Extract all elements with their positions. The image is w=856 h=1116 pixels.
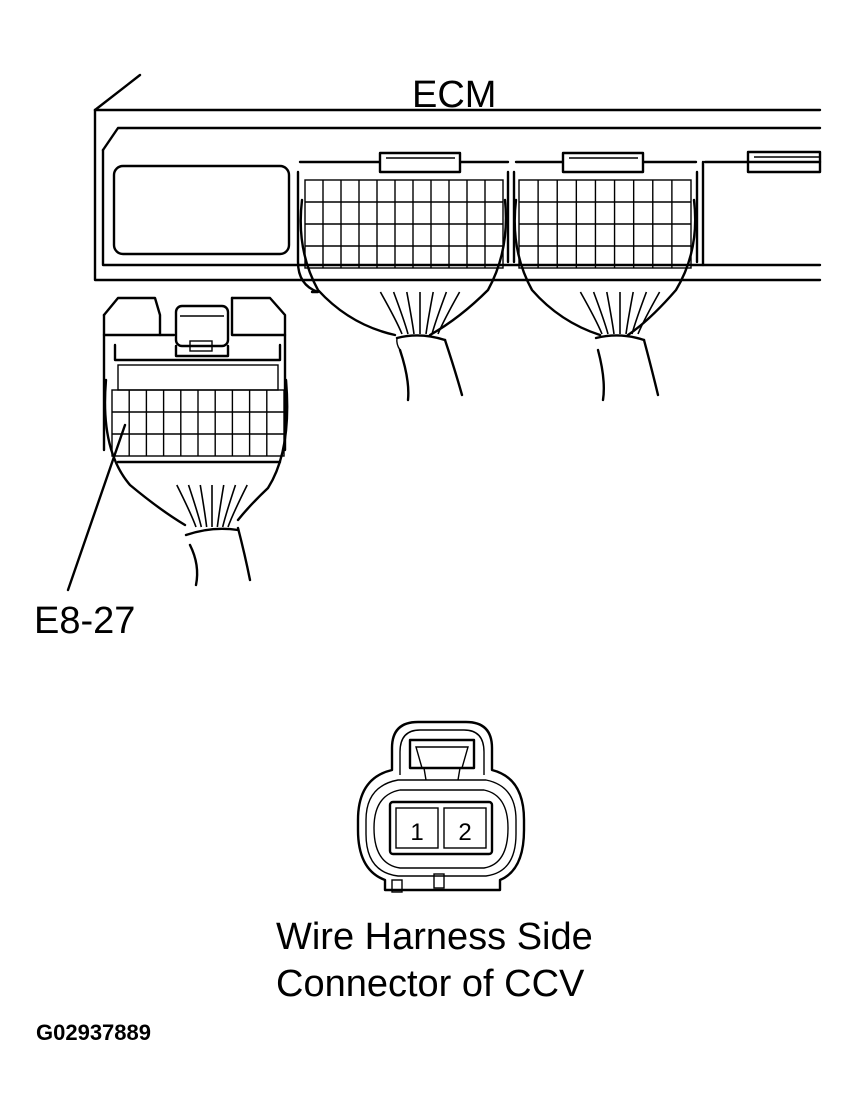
ccv-connector: 1 2: [356, 720, 526, 893]
wire-strand: [176, 484, 197, 528]
wire-strand: [406, 291, 415, 335]
ecm-label: ECM: [412, 74, 496, 116]
ccv-pin-2: 2: [458, 819, 471, 846]
wire-strand: [592, 291, 609, 335]
ecm-connector-a: [296, 151, 510, 402]
wire-strand: [216, 484, 225, 528]
wire-strand: [437, 291, 461, 335]
ecm-connector-b: [512, 151, 699, 402]
figure-code: G02937889: [36, 1020, 151, 1045]
wire-strand: [227, 484, 248, 528]
wire-strand: [221, 484, 237, 528]
wire-strand: [199, 484, 208, 528]
wire-strand: [392, 291, 409, 335]
wire-strand: [625, 291, 634, 335]
ecm-connector-label: E8-27: [34, 600, 135, 642]
e8-27-connector: [66, 296, 289, 592]
caption-line-1: Wire Harness Side: [276, 916, 593, 958]
ecm-housing: [93, 73, 822, 282]
ccv-pin-2-cell: [443, 807, 487, 849]
caption-line-2: Connector of CCV: [276, 963, 585, 1005]
wire-strand: [579, 291, 603, 335]
wire-strand: [637, 291, 661, 335]
ccv-pin-1-cell: [395, 807, 439, 849]
wire-strand: [606, 291, 615, 335]
wire-strand: [379, 291, 403, 335]
wire-strand: [425, 291, 434, 335]
wire-strand: [431, 291, 448, 335]
wire-strand: [187, 484, 203, 528]
ccv-pin-1: 1: [410, 819, 423, 846]
wire-strand: [631, 291, 648, 335]
